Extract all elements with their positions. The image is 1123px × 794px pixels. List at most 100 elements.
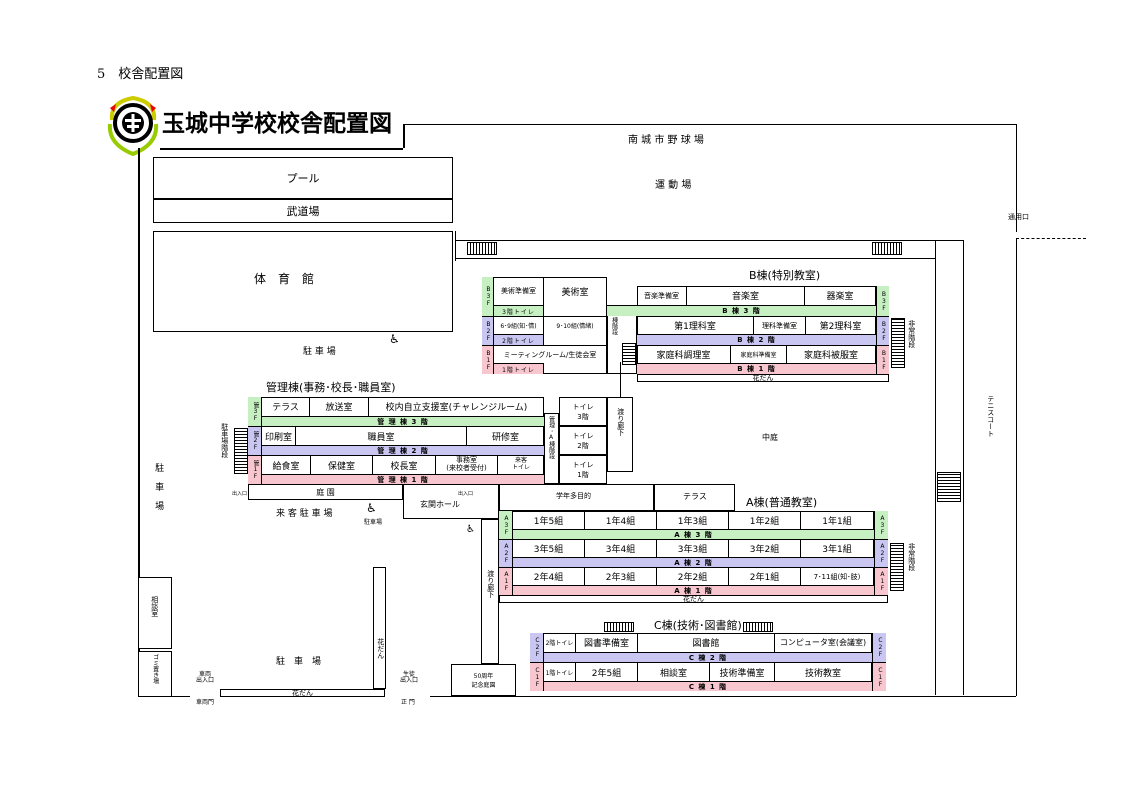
room-meeting: ミーティングルーム/生徒会室	[494, 345, 606, 363]
room-nurse: 保健室	[311, 455, 373, 474]
room-2-4: 2年4組	[513, 567, 585, 585]
flowerbed-bottom: 花だん	[220, 689, 385, 697]
ground-label: 運 動 場	[655, 180, 692, 191]
courtyard-label: 中庭	[762, 433, 778, 442]
room-homeec-prep: 家庭科準備室	[731, 345, 787, 363]
student-entrance-label: 生徒 出入口	[400, 671, 419, 684]
room-library-prep: 図書準備室	[576, 633, 638, 652]
room-music-prep: 音楽準備室	[637, 286, 687, 305]
room-2-2: 2年2組	[657, 567, 729, 585]
b3f-tag-right: B3F	[876, 286, 889, 316]
b2f-tag-left: B2F	[482, 316, 494, 345]
a3f-band: A 棟 3 階	[513, 529, 874, 539]
room-science-prep: 理科準備室	[754, 316, 806, 334]
room-tech-prep: 技術準備室	[710, 662, 775, 681]
a1f-tag-right: A1F	[874, 567, 888, 595]
a3f-tag-right: A3F	[874, 511, 888, 539]
room-office: 事務室 (来校者受付)	[436, 455, 498, 474]
room-library: 図書館	[638, 633, 775, 652]
gakunen-hall: 学年多目的	[499, 484, 654, 511]
room-art: 美術室	[561, 287, 589, 298]
watari-corridor-top: 渡り廊下	[607, 397, 633, 472]
budojo: 武道場	[153, 199, 453, 223]
room-science-2: 第2理科室	[806, 316, 876, 334]
room-2-5: 2年5組	[576, 662, 638, 681]
accessible-icon: ♿	[389, 332, 400, 346]
room-broadcast: 放送室	[310, 397, 369, 416]
room-3-5: 3年5組	[513, 539, 585, 557]
accessible-parking-label: 駐車場	[364, 519, 383, 526]
pool: プール	[153, 157, 453, 199]
toilet-2f: トイレ 2階	[559, 426, 607, 455]
b2f-toilet: 2階トイレ	[494, 334, 544, 345]
room-computer: コンピュータ室(会議室)	[775, 633, 872, 652]
exit-left-label: 出入口	[232, 491, 248, 497]
kanri3f-band: 管 理 棟 3 階	[262, 416, 544, 426]
page-title: 玉城中学校校舎配置図	[162, 111, 392, 137]
room-art-prep: 美術準備室	[494, 277, 544, 305]
parking-left-label: 駐 車 場	[153, 463, 164, 510]
a1f-tag-left: A1F	[499, 567, 513, 595]
kanri1f-tag: 管1F	[248, 455, 262, 484]
room-1-1: 1年1組	[801, 511, 874, 529]
c1f-band: C 棟 1 階	[544, 681, 872, 691]
a-flowerbed: 花だん	[499, 595, 888, 603]
room-1-5: 1年5組	[513, 511, 585, 529]
b-flowerbed: 花だん	[637, 374, 889, 382]
c2f-tag-right: C2F	[872, 633, 886, 662]
flowerbed-vertical: 花だん	[373, 567, 386, 689]
room-1-4: 1年4組	[585, 511, 657, 529]
guest-parking-label: 来 客 駐 車 場	[276, 509, 333, 519]
kanri1f-band: 管 理 棟 1 階	[262, 474, 544, 484]
b-building-title: B棟(特別教室)	[749, 269, 821, 282]
baseball-label: 南 城 市 野 球 場	[628, 135, 704, 146]
accessible-icon-guest: ♿	[366, 501, 377, 515]
a-building-title: A棟(普通教室)	[746, 496, 818, 509]
car-entrance-label: 車両 出入口	[196, 671, 215, 684]
c2f-band: C 棟 2 階	[544, 652, 872, 662]
c-building-title: C棟(技術･図書館)	[654, 619, 742, 632]
room-tech: 技術教室	[775, 662, 872, 681]
entrance-hall: 玄関ホール	[403, 484, 499, 519]
a1f-band: A 棟 1 階	[513, 585, 874, 595]
kanri3f-tag: 管3F	[248, 397, 262, 426]
b2f-band: B 棟 2 階	[637, 334, 876, 345]
b3f-tag-left: B3F	[482, 277, 494, 316]
side-gate-label: 通用口	[1008, 213, 1029, 221]
kanri-parking-stairs: 駐車場階段	[220, 423, 229, 458]
c2f-toilet: 2階トイレ	[544, 633, 576, 652]
garden: 庭 園	[248, 484, 403, 500]
kanri-building	[248, 397, 544, 484]
tennis-label: テニスコート	[986, 395, 995, 437]
kanri-building-title: 管理棟(事務･校長･職員室)	[266, 381, 396, 394]
kanri2f-tag: 管2F	[248, 426, 262, 455]
b1f-band: B 棟 1 階	[637, 363, 876, 374]
terrace-a: テラス	[654, 484, 735, 511]
c1f-tag-right: C1F	[872, 662, 886, 691]
b2f-tag-right: B2F	[876, 316, 889, 345]
room-cooking: 家庭科調理室	[637, 345, 731, 363]
room-1-2: 1年2組	[729, 511, 801, 529]
a2f-band: A 棟 2 階	[513, 557, 874, 567]
a-building	[499, 511, 888, 595]
room-terrace: テラス	[262, 397, 310, 416]
kanri-a-stairs: 管理･A棟階段	[544, 413, 559, 484]
car-gate-label: 車両門	[196, 699, 215, 706]
c1f-toilet: 1階トイレ	[544, 662, 576, 681]
a2f-tag-right: A2F	[874, 539, 888, 567]
c2f-tag-left: C2F	[530, 633, 544, 662]
accessible-icon-a: ♿	[466, 524, 475, 535]
a-emergency-stairs: 非常階段	[907, 543, 916, 571]
room-printing: 印刷室	[262, 426, 296, 445]
room-instrument: 器楽室	[805, 286, 876, 305]
room-guest-toilet: 来客 トイレ	[498, 455, 544, 474]
room-special-910: 9･10組(情緒)	[544, 316, 606, 334]
c1f-tag-left: C1F	[530, 662, 544, 691]
room-principal: 校長室	[373, 455, 436, 474]
kanri2f-band: 管 理 棟 2 階	[262, 445, 544, 455]
soudan-room: 相談室	[138, 577, 172, 649]
toilet-1f: トイレ 1階	[559, 455, 607, 484]
gym: 体 育 館	[153, 231, 453, 332]
room-7-11: 7･11組(知･肢)	[801, 567, 874, 585]
room-training: 研修室	[467, 426, 544, 445]
